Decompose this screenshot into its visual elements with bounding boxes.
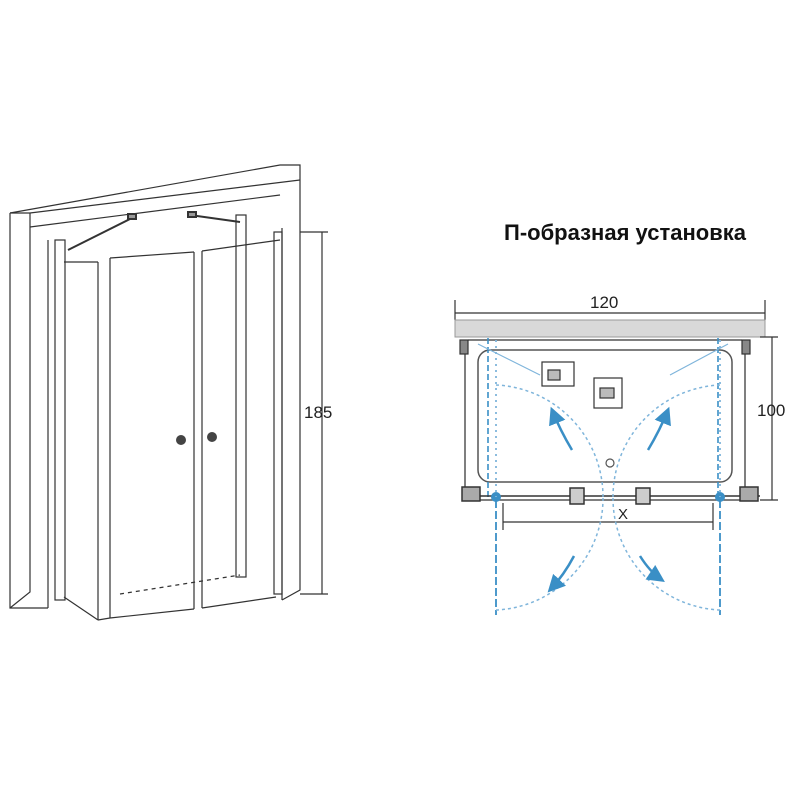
door-handles xyxy=(176,432,217,445)
front-profile xyxy=(461,486,760,505)
bracket-icons xyxy=(459,339,751,409)
diagram-title: П-образная установка xyxy=(504,220,746,245)
depth-dimension xyxy=(760,336,778,501)
door-leaves xyxy=(495,340,721,615)
depth-label: 100 xyxy=(757,401,785,420)
opening-label: X xyxy=(618,506,628,523)
height-dimension xyxy=(300,231,328,595)
width-dimension xyxy=(454,300,766,320)
side-panels xyxy=(477,338,729,500)
width-label: 120 xyxy=(590,293,618,312)
floor-threshold xyxy=(119,574,241,595)
door-panels xyxy=(63,239,281,621)
swing-arcs xyxy=(495,384,721,611)
side-profiles xyxy=(54,214,283,601)
swing-arrows xyxy=(547,406,671,593)
shower-tray xyxy=(464,339,746,501)
height-label: 185 xyxy=(304,403,332,422)
wall-frame xyxy=(9,164,301,609)
wall-brackets xyxy=(67,211,241,251)
opening-dimension xyxy=(502,503,714,530)
back-wall xyxy=(454,319,766,338)
plan-view: 120 100 xyxy=(454,293,785,615)
elevation-drawing xyxy=(9,164,328,621)
